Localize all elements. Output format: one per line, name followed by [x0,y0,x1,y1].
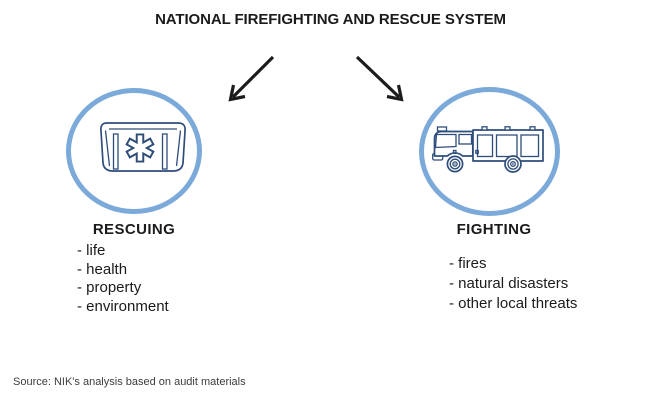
front-wheel-icon [446,155,464,173]
fire-truck-icon [432,126,544,173]
source-note: Source: NIK's analysis based on audit ma… [13,376,246,388]
list-item: - life [77,242,106,259]
list-item: - environment [77,297,169,315]
list-item: - property [77,279,142,297]
arrow-down-right-icon [355,55,404,102]
list-item: - fires [449,255,487,272]
star-of-life-icon [125,133,155,163]
list-item: - natural disasters [449,274,569,292]
fighting-list: - fires - natural disasters - other loca… [449,254,577,313]
ambulance-rescue-icon [100,122,186,172]
diagram-title: NATIONAL FIREFIGHTING AND RESCUE SYSTEM [155,11,506,28]
arrow-down-left-icon [228,55,275,102]
rescuing-list: - life - health - property - environment [77,242,169,316]
list-item: - health [77,260,128,278]
rescuing-label: RESCUING [92,221,176,238]
list-item: - other local threats [449,294,578,312]
fighting-label: FIGHTING [456,221,532,238]
rear-wheel-icon [504,155,522,173]
